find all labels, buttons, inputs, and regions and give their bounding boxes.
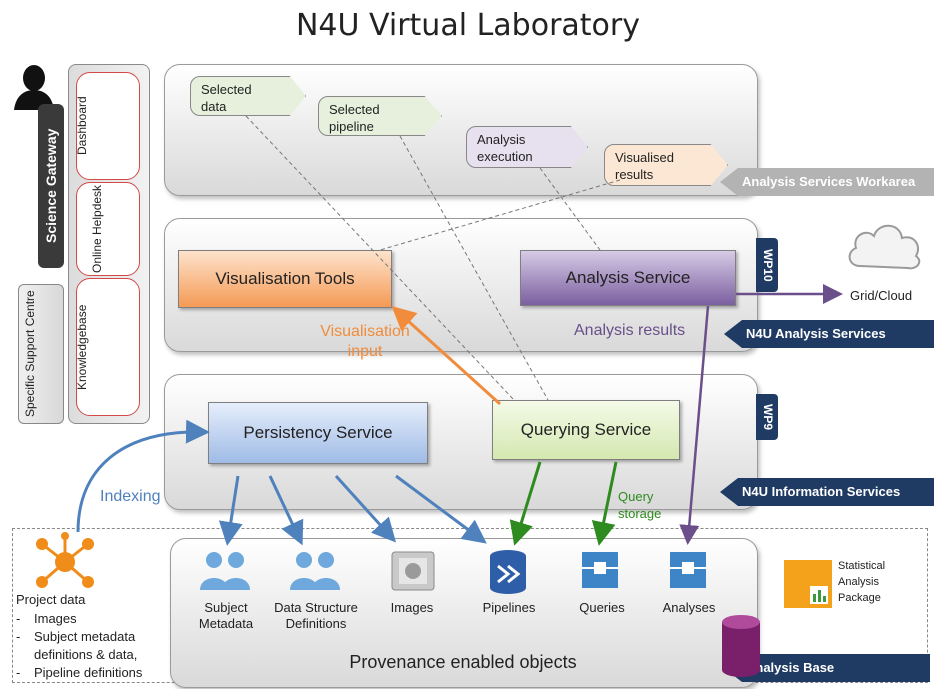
visualisation-input-label: Visualisation input [320,323,410,360]
statistical-package-icon [784,560,832,608]
selected-pipeline-note: Selected pipeline [318,96,442,136]
wp10-badge: WP10 [756,238,778,292]
selected-data-note: Selected data [190,76,306,116]
visualisation-tools-box[interactable]: Visualisation Tools [178,250,392,308]
science-gateway-bar [38,104,64,268]
subject-metadata-label: Subject Metadata [198,600,254,631]
persistency-service-box[interactable]: Persistency Service [208,402,428,464]
analysis-results-label: Analysis results [574,322,686,339]
selected-data-label: Selected data [201,82,252,114]
provenance-label: Provenance enabled objects [349,652,577,672]
specific-support-centre-box [18,284,64,424]
images-label: Images [390,600,434,615]
analysis-service-box[interactable]: Analysis Service [520,250,736,306]
wp9-badge: WP9 [756,394,778,440]
grid-cloud-label: Grid/Cloud [850,288,913,303]
analysis-execution-note: Analysis execution [466,126,588,168]
project-data-title: Project data [16,592,86,607]
project-data-item: -Pipeline definitions [16,665,143,680]
queries-icon [580,550,620,590]
data-structure-definitions-label: Data Structure Definitions [274,600,358,631]
selected-pipeline-label: Selected pipeline [329,102,380,134]
workarea-tag: Analysis Services Workarea [720,168,934,196]
analysis-services-tag: N4U Analysis Services [724,320,934,348]
science-gateway-label: Science Gateway [43,128,59,244]
pipelines-icon [484,548,532,596]
indexing-label: Indexing [100,488,161,505]
page-title: N4U Virtual Laboratory [295,8,640,43]
query-storage-label: Query storage [618,489,662,521]
project-data-item: -Images [16,611,77,626]
cloud-icon [844,218,924,276]
analyses-icon [668,550,708,590]
images-icon [390,548,436,594]
queries-label: Queries [579,600,625,615]
dashboard-label: Dashboard [75,96,89,156]
visualised-results-label: Visualised results [615,150,675,182]
analysis-base-tag: Analysis Base [724,654,930,682]
visualised-results-note: Visualised results [604,144,728,186]
knowledgebase-label: Knowledgebase [75,304,89,390]
analysis-execution-label: Analysis execution [477,132,533,164]
knowledgebase-item[interactable] [76,278,140,416]
dashboard-item[interactable] [76,72,140,180]
analysis-base-database-icon [720,614,762,678]
information-services-tag: N4U Information Services [720,478,934,506]
project-data-item: -Subject metadata definitions & data, [16,629,138,662]
pipelines-label: Pipelines [482,600,536,615]
querying-service-box[interactable]: Querying Service [492,400,680,460]
project-data-list: -Images -Subject metadata definitions & … [16,610,184,682]
statistical-package-label: Statistical Analysis Package [838,560,886,604]
analysis-base-panel [170,538,758,688]
specific-support-centre-label: Specific Support Centre [23,290,37,418]
data-structure-definitions-icon [286,548,346,594]
online-helpdesk-item[interactable] [76,182,140,276]
online-helpdesk-label: Online Helpdesk [90,184,104,274]
project-data-network-icon [34,532,96,592]
subject-metadata-icon [196,548,256,594]
analyses-label: Analyses [662,600,716,615]
